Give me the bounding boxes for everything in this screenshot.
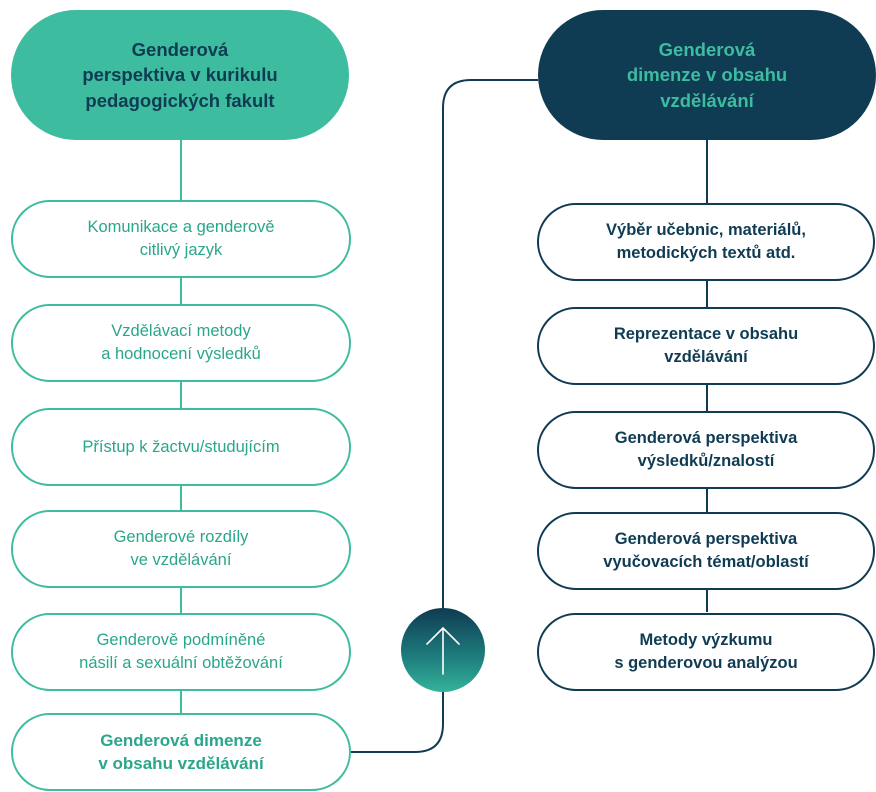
left-item-6[interactable]: Genderová dimenze v obsahu vzdělávání <box>11 713 351 791</box>
right-item-label: Výběr učebnic, materiálů, metodických te… <box>606 221 806 262</box>
left-item-5: Genderově podmíněné násilí a sexuální ob… <box>11 613 351 691</box>
right-header: Genderová dimenze v obsahu vzdělávání <box>538 10 876 140</box>
right-item-2: Reprezentace v obsahu vzdělávání <box>537 307 875 385</box>
left-item-label: Vzdělávací metody a hodnocení výsledků <box>101 322 261 363</box>
right-header-title: Genderová dimenze v obsahu vzdělávání <box>626 38 788 111</box>
left-item-4: Genderové rozdíly ve vzdělávání <box>11 510 351 588</box>
right-item-label: Reprezentace v obsahu vzdělávání <box>613 325 799 366</box>
left-item-2: Vzdělávací metody a hodnocení výsledků <box>11 304 351 382</box>
left-item-3: Přístup k žactvu/studujícím <box>11 408 351 486</box>
left-header: Genderová perspektiva v kurikulu pedagog… <box>11 10 349 140</box>
left-item-1: Komunikace a genderově citlivý jazyk <box>11 200 351 278</box>
right-item-label: Genderová perspektiva vyučovacích témat/… <box>603 530 809 571</box>
right-item-label: Metody výzkumu s genderovou analýzou <box>614 631 798 672</box>
right-item-1: Výběr učebnic, materiálů, metodických te… <box>537 203 875 281</box>
right-item-3: Genderová perspektiva výsledků/znalostí <box>537 411 875 489</box>
left-item-label: Komunikace a genderově citlivý jazyk <box>87 218 275 259</box>
left-item-label: Genderově podmíněné násilí a sexuální ob… <box>79 631 283 672</box>
right-item-4: Genderová perspektiva vyučovacích témat/… <box>537 512 875 590</box>
left-item-label: Genderové rozdíly ve vzdělávání <box>113 528 249 569</box>
arrow-up-icon <box>426 627 460 675</box>
left-item-label: Genderová dimenze v obsahu vzdělávání <box>98 730 264 773</box>
left-item-label: Přístup k žactvu/studujícím <box>82 437 280 456</box>
right-item-label: Genderová perspektiva výsledků/znalostí <box>614 429 798 470</box>
scroll-up-button[interactable] <box>401 608 485 692</box>
left-header-title: Genderová perspektiva v kurikulu pedagog… <box>82 38 278 111</box>
right-item-5: Metody výzkumu s genderovou analýzou <box>537 613 875 691</box>
bridge-connector <box>351 79 538 753</box>
